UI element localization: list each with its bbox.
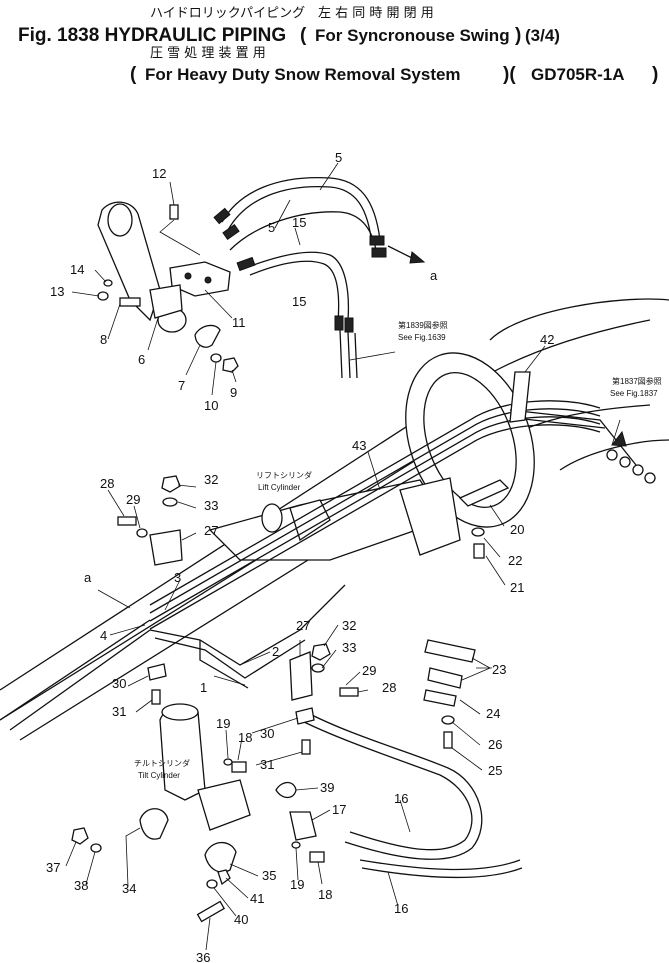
note-tilt-cylinder: Tilt Cylinder bbox=[138, 771, 180, 780]
callout-12: 12 bbox=[152, 166, 166, 181]
tilt-cylinder-assembly bbox=[71, 703, 523, 923]
callout-5-lower: 5 bbox=[268, 220, 275, 235]
callout-39: 39 bbox=[320, 780, 334, 795]
svg-text:(: ( bbox=[130, 64, 137, 85]
callout-29-lower: 29 bbox=[362, 663, 376, 678]
note-lift-cylinder: Lift Cylinder bbox=[258, 483, 301, 492]
callout-31-upper: 31 bbox=[112, 704, 126, 719]
callout-6: 6 bbox=[138, 352, 145, 367]
callout-42: 42 bbox=[540, 332, 554, 347]
callout-16-lower: 16 bbox=[394, 901, 408, 916]
callout-16-upper: 16 bbox=[394, 791, 408, 806]
title-jp-line2: 圧 雪 処 理 装 置 用 bbox=[150, 46, 266, 61]
callout-3: 3 bbox=[174, 570, 181, 585]
callout-21: 21 bbox=[510, 580, 524, 595]
callout-30-upper: 30 bbox=[112, 676, 126, 691]
callout-19-upper: 19 bbox=[216, 716, 230, 731]
callout-2: 2 bbox=[272, 644, 279, 659]
callout-41: 41 bbox=[250, 891, 264, 906]
callout-37: 37 bbox=[46, 860, 60, 875]
title-main: Fig. 1838 HYDRAULIC PIPING bbox=[18, 25, 286, 46]
callout-1: 1 bbox=[200, 680, 207, 695]
callout-36: 36 bbox=[196, 950, 210, 963]
note-see-1839-jp: 第1839図参照 bbox=[398, 320, 448, 330]
callout-7: 7 bbox=[178, 378, 185, 393]
callout-43: 43 bbox=[352, 438, 366, 453]
upper-hose-assembly bbox=[97, 176, 426, 379]
clamp-parts-right bbox=[117, 475, 485, 849]
callout-40: 40 bbox=[234, 912, 248, 927]
callout-numbers: 5 5 12 15 15 14 13 8 6 11 7 10 9 42 43 2… bbox=[46, 150, 554, 963]
svg-text:)(: )( bbox=[503, 64, 516, 85]
callout-13: 13 bbox=[50, 284, 64, 299]
svg-text:): ) bbox=[652, 64, 658, 85]
callout-22: 22 bbox=[508, 553, 522, 568]
ref-letter-lower: a bbox=[84, 570, 92, 585]
note-see-1839: See Fig.1639 bbox=[398, 333, 446, 342]
callout-28-upper: 28 bbox=[100, 476, 114, 491]
callout-27-upper: 27 bbox=[204, 523, 218, 538]
title-jp-line1-paren: 左 右 同 時 開 閉 用 bbox=[318, 6, 434, 21]
title-page-index: (3/4) bbox=[525, 26, 560, 45]
callout-20: 20 bbox=[510, 522, 524, 537]
callout-32-upper: 32 bbox=[204, 472, 218, 487]
title-paren-system: For Heavy Duty Snow Removal System bbox=[145, 65, 461, 84]
callout-19-lower: 19 bbox=[290, 877, 304, 892]
callout-4: 4 bbox=[100, 628, 107, 643]
callout-18-lower: 18 bbox=[318, 887, 332, 902]
callout-10: 10 bbox=[204, 398, 218, 413]
callout-30-lower: 30 bbox=[260, 726, 274, 741]
callout-15-upper: 15 bbox=[292, 215, 306, 230]
callout-32-lower: 32 bbox=[342, 618, 356, 633]
ref-letter-upper: a bbox=[430, 268, 438, 283]
callout-15-lower: 15 bbox=[292, 294, 306, 309]
callout-29-upper: 29 bbox=[126, 492, 140, 507]
callout-9: 9 bbox=[230, 385, 237, 400]
note-see-1837: See Fig.1837 bbox=[610, 389, 658, 398]
note-lift-cylinder-jp: リフトシリンダ bbox=[256, 470, 312, 480]
callout-17: 17 bbox=[332, 802, 346, 817]
callout-5-upper: 5 bbox=[335, 150, 342, 165]
callout-24: 24 bbox=[486, 706, 500, 721]
callout-33-upper: 33 bbox=[204, 498, 218, 513]
callout-28-lower: 28 bbox=[382, 680, 396, 695]
title-model: GD705R-1A bbox=[531, 65, 625, 84]
callout-25: 25 bbox=[488, 763, 502, 778]
callout-26: 26 bbox=[488, 737, 502, 752]
note-tilt-cylinder-jp: チルトシリンダ bbox=[134, 758, 190, 768]
callout-8: 8 bbox=[100, 332, 107, 347]
callout-11: 11 bbox=[232, 315, 246, 330]
callout-34: 34 bbox=[122, 881, 136, 896]
main-frame bbox=[0, 298, 669, 741]
callout-27-lower: 27 bbox=[296, 618, 310, 633]
leader-lines bbox=[65, 162, 621, 951]
callout-14: 14 bbox=[70, 262, 84, 277]
reference-notes: 第1839図参照 See Fig.1639 第1837図参照 See Fig.1… bbox=[84, 268, 662, 780]
svg-text:(: ( bbox=[300, 25, 307, 46]
title-jp-line1: ハイドロリックパイピング bbox=[150, 6, 305, 21]
callout-38: 38 bbox=[74, 878, 88, 893]
callout-31-lower: 31 bbox=[260, 757, 274, 772]
callout-35: 35 bbox=[262, 868, 276, 883]
figure-title: ハイドロリックパイピング 左 右 同 時 開 閉 用 Fig. 1838 HYD… bbox=[18, 6, 658, 85]
svg-text:): ) bbox=[515, 25, 521, 46]
callout-18-upper: 18 bbox=[238, 730, 252, 745]
note-see-1837-jp: 第1837図参照 bbox=[612, 376, 662, 386]
callout-33-lower: 33 bbox=[342, 640, 356, 655]
callout-23: 23 bbox=[492, 662, 506, 677]
title-paren-swing: For Syncronouse Swing bbox=[315, 26, 510, 45]
